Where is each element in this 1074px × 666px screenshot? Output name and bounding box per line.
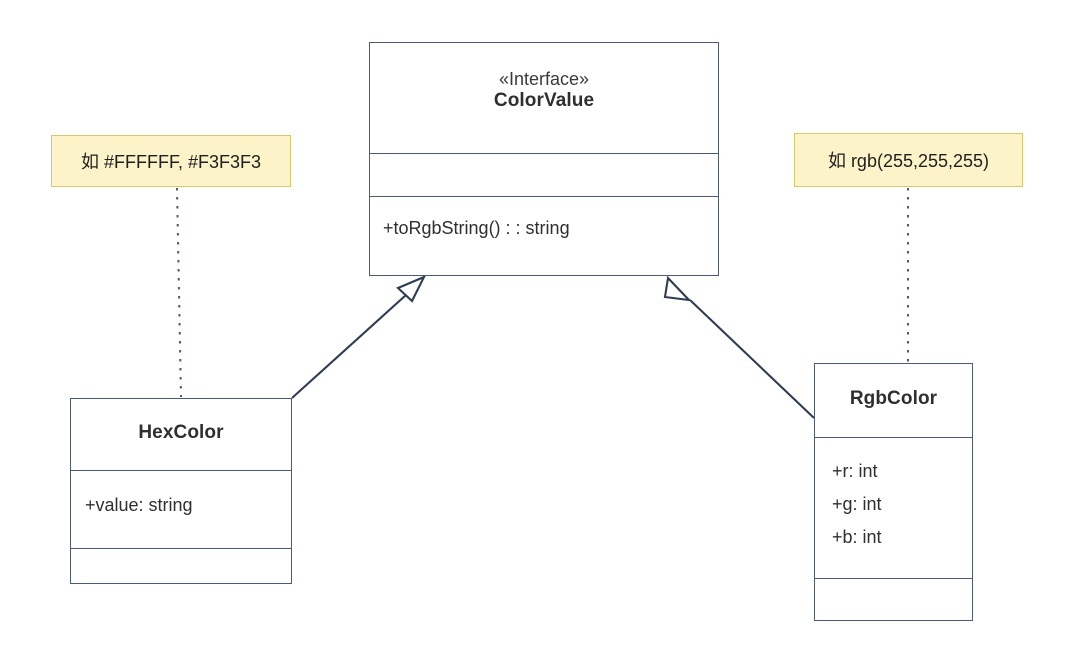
- class-name-colorvalue: ColorValue: [493, 90, 595, 111]
- note-hexcolor-example: 如 #FFFFFF, #F3F3F3: [51, 135, 291, 187]
- class-box-rgbcolor[interactable]: RgbColor +r: int +g: int +b: int: [814, 363, 973, 621]
- generalization-rgbcolor-to-colorvalue: [663, 275, 815, 419]
- class-header-hexcolor: HexColor: [71, 399, 291, 470]
- class-header-colorvalue: «Interface» ColorValue: [370, 43, 718, 153]
- class-operations-rgbcolor: [815, 578, 972, 620]
- class-attribute-item: +value: string: [85, 495, 193, 515]
- class-box-hexcolor[interactable]: HexColor +value: string: [70, 398, 292, 584]
- class-operations-hexcolor: [71, 548, 291, 583]
- class-operation-item: +toRgbString() : : string: [383, 218, 570, 238]
- class-name-rgbcolor: RgbColor: [849, 388, 938, 409]
- class-box-colorvalue[interactable]: «Interface» ColorValue +toRgbString() : …: [369, 42, 719, 276]
- class-attribute-item: +g: int: [832, 494, 882, 514]
- class-attributes-colorvalue: [370, 153, 718, 196]
- class-attributes-rgbcolor: +r: int +g: int +b: int: [815, 437, 972, 578]
- class-header-rgbcolor: RgbColor: [815, 364, 972, 437]
- class-operations-colorvalue: +toRgbString() : : string: [370, 196, 718, 274]
- class-attribute-item: +b: int: [832, 527, 882, 547]
- note-link-hexcolor: [176, 187, 182, 398]
- generalization-arrowhead-rgbcolor: [663, 275, 692, 302]
- generalization-arrowhead-hexcolor: [396, 274, 427, 303]
- class-attribute-item: +r: int: [832, 461, 878, 481]
- class-stereotype-colorvalue: «Interface»: [498, 69, 590, 89]
- generalization-hexcolor-to-colorvalue: [291, 274, 427, 399]
- class-name-hexcolor: HexColor: [138, 422, 224, 443]
- generalization-line-rgbcolor: [689, 299, 815, 419]
- class-attributes-hexcolor: +value: string: [71, 470, 291, 548]
- generalization-line-hexcolor: [291, 294, 407, 399]
- note-rgbcolor-example: 如 rgb(255,255,255): [794, 133, 1023, 187]
